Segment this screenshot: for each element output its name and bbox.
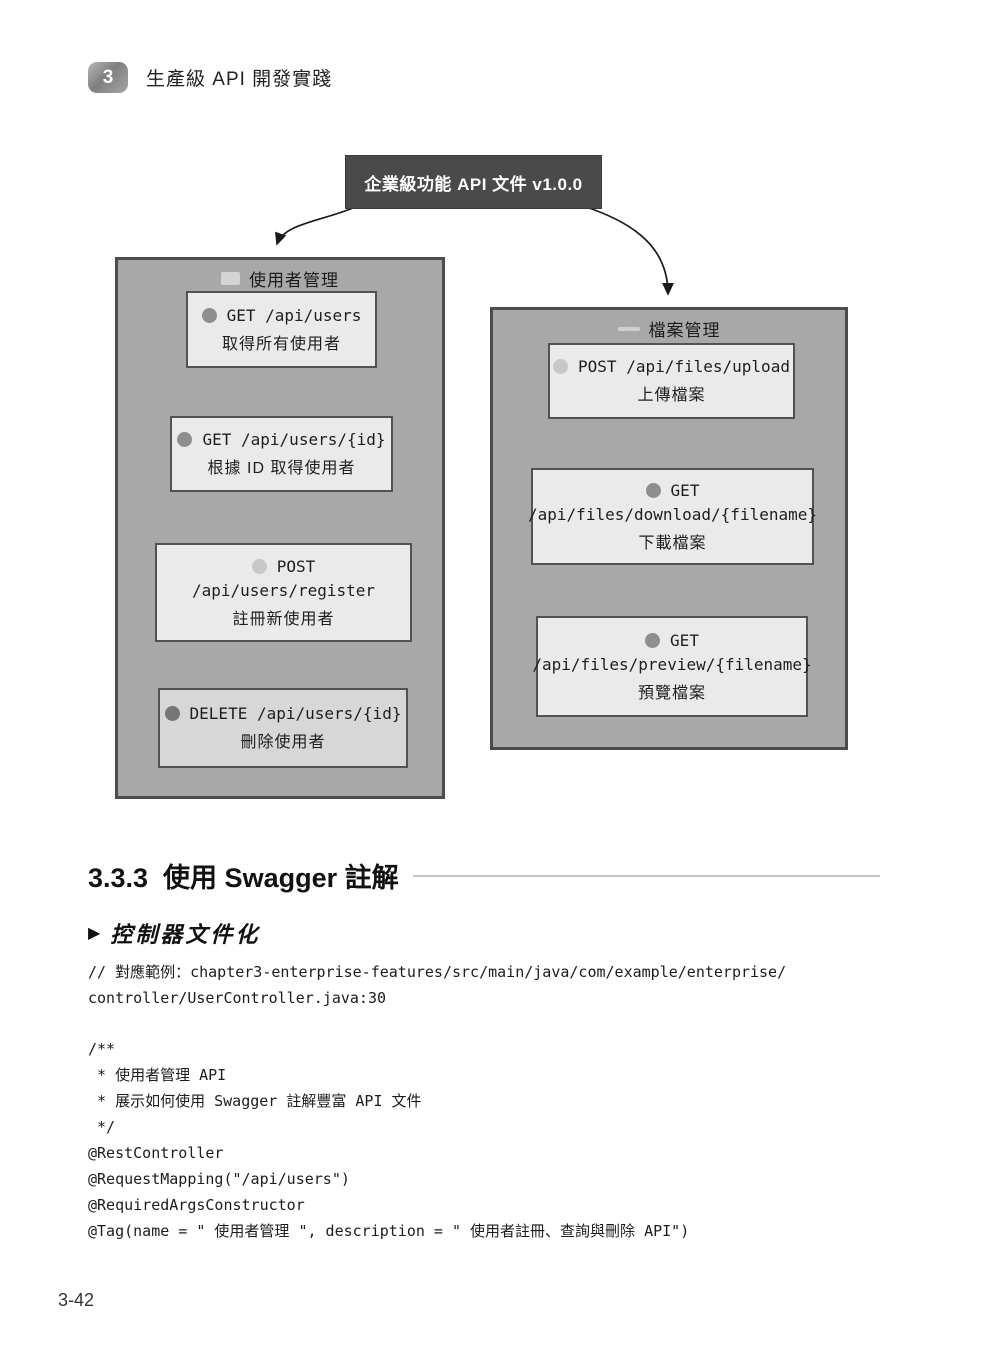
heading-rule bbox=[412, 874, 880, 877]
endpoint-method-path: GET /api/users/{id} bbox=[202, 430, 386, 449]
code-line: * 展示如何使用 Swagger 註解豐富 API 文件 bbox=[88, 1092, 422, 1110]
endpoint-card-post-register: POST /api/users/register 註冊新使用者 bbox=[155, 543, 412, 642]
endpoint-method: GET bbox=[670, 480, 700, 500]
endpoint-card-get-download: GET /api/files/download/{filename} 下載檔案 bbox=[528, 468, 817, 565]
endpoint-description: 註冊新使用者 bbox=[232, 610, 335, 628]
endpoint-description: 上傳檔案 bbox=[637, 387, 706, 404]
endpoint-path: /api/users/register bbox=[191, 580, 376, 600]
endpoint-card-get-preview: GET /api/files/preview/{filename} 預覽檔案 bbox=[532, 616, 812, 717]
comment-line: // 對應範例：chapter3-enterprise-features/src… bbox=[88, 963, 787, 981]
endpoint-method: POST bbox=[276, 556, 316, 576]
post-method-dot-icon bbox=[553, 359, 569, 374]
endpoint-method-path: GET /api/users bbox=[226, 305, 362, 325]
endpoint-path: /api/files/download/{filename} bbox=[528, 504, 817, 524]
endpoint-description: 刪除使用者 bbox=[240, 734, 326, 751]
section-heading-row: 3.3.3 使用 Swagger 註解 bbox=[88, 856, 880, 895]
delete-method-dot-icon bbox=[164, 706, 180, 721]
diagram-group-users: 使用者管理 GET /api/users 取得所有使用者 GET /api/us… bbox=[115, 257, 445, 799]
post-method-dot-icon bbox=[251, 558, 267, 574]
code-line: /** bbox=[88, 1040, 116, 1058]
folder-square-icon bbox=[221, 272, 240, 285]
endpoint-card-delete-user: DELETE /api/users/{id} 刪除使用者 bbox=[158, 688, 408, 768]
page-number: 3-42 bbox=[58, 1290, 95, 1310]
code-line: @RequiredArgsConstructor bbox=[88, 1196, 305, 1214]
endpoint-description: 預覽檔案 bbox=[637, 684, 706, 702]
code-line: @RestController bbox=[88, 1144, 224, 1162]
endpoint-path: /api/files/preview/{filename} bbox=[532, 654, 812, 674]
triangle-pointer-icon: ▶ bbox=[88, 925, 101, 942]
endpoint-card-get-user-by-id: GET /api/users/{id} 根據 ID 取得使用者 bbox=[170, 416, 393, 492]
endpoint-description: 取得所有使用者 bbox=[221, 335, 341, 353]
group-users-title-row: 使用者管理 bbox=[118, 266, 442, 291]
code-reference-comment: // 對應範例：chapter3-enterprise-features/src… bbox=[88, 959, 888, 1011]
chapter-number-badge: 3 bbox=[88, 62, 128, 93]
subheading-row: ▶ 控制器文件化 bbox=[88, 917, 260, 949]
comment-line: controller/UserController.java:30 bbox=[88, 989, 387, 1007]
section-heading: 3.3.3 使用 Swagger 註解 bbox=[88, 863, 399, 893]
get-method-dot-icon bbox=[645, 632, 661, 648]
group-files-title: 檔案管理 bbox=[648, 321, 721, 340]
code-line: @Tag(name = " 使用者管理 ", description = " 使… bbox=[88, 1222, 690, 1240]
endpoint-method-path: DELETE /api/users/{id} bbox=[189, 704, 402, 723]
endpoint-method-path: POST /api/files/upload bbox=[578, 357, 790, 376]
code-line: */ bbox=[88, 1118, 116, 1136]
dash-icon bbox=[617, 326, 640, 331]
chapter-header: 3 生產級 API 開發實踐 bbox=[88, 62, 332, 93]
endpoint-card-get-users: GET /api/users 取得所有使用者 bbox=[186, 291, 377, 368]
code-block: /** * 使用者管理 API * 展示如何使用 Swagger 註解豐富 AP… bbox=[88, 1036, 888, 1244]
group-users-title: 使用者管理 bbox=[249, 271, 339, 290]
endpoint-method: GET bbox=[670, 630, 699, 650]
code-line: @RequestMapping("/api/users") bbox=[88, 1170, 350, 1188]
diagram-root-node: 企業級功能 API 文件 v1.0.0 bbox=[345, 155, 602, 209]
subheading: 控制器文件化 bbox=[110, 922, 261, 947]
diagram-group-files: 檔案管理 POST /api/files/upload 上傳檔案 GET /ap… bbox=[490, 307, 848, 750]
endpoint-description: 根據 ID 取得使用者 bbox=[207, 460, 356, 477]
group-files-title-row: 檔案管理 bbox=[493, 316, 845, 341]
get-method-dot-icon bbox=[201, 307, 217, 323]
get-method-dot-icon bbox=[177, 432, 193, 447]
get-method-dot-icon bbox=[645, 482, 661, 498]
endpoint-description: 下載檔案 bbox=[638, 534, 707, 552]
code-line: * 使用者管理 API bbox=[88, 1066, 227, 1084]
chapter-title: 生產級 API 開發實踐 bbox=[146, 69, 333, 90]
endpoint-card-post-upload: POST /api/files/upload 上傳檔案 bbox=[548, 343, 795, 419]
